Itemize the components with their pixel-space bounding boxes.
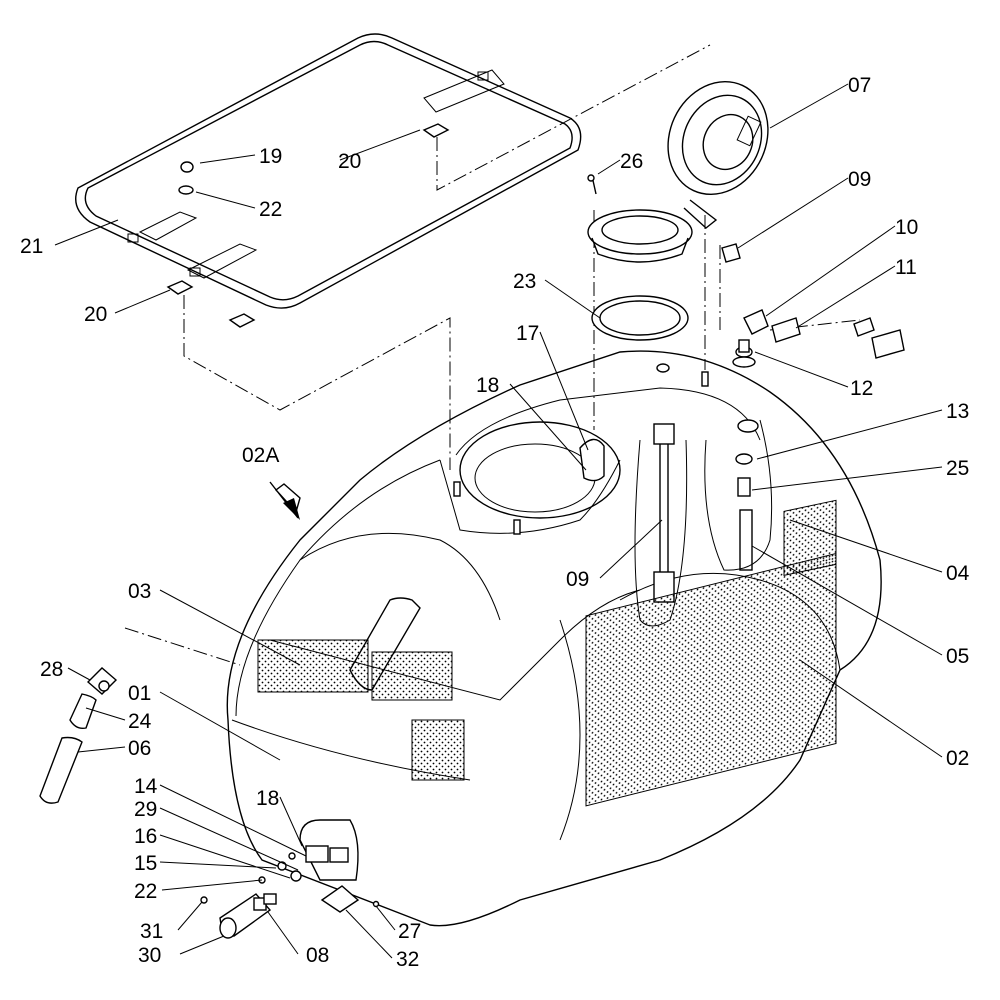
label-09-top: 09 <box>848 168 871 191</box>
label-12: 12 <box>850 377 873 400</box>
label-11: 11 <box>895 256 917 279</box>
leader-lines <box>54 83 943 959</box>
label-05: 05 <box>946 645 969 668</box>
label-06: 06 <box>128 737 151 760</box>
label-31: 31 <box>140 920 163 943</box>
label-22-bottom: 22 <box>134 880 157 903</box>
label-32: 32 <box>396 948 419 971</box>
part-labels: 19 20 22 21 20 07 26 09 10 11 23 17 12 1… <box>20 74 970 971</box>
label-18-bottom: 18 <box>256 787 279 810</box>
label-03: 03 <box>128 580 151 603</box>
arrow-head <box>283 498 300 520</box>
label-04: 04 <box>946 562 970 585</box>
label-02a: 02A <box>242 444 279 467</box>
bottom-fittings <box>200 852 380 939</box>
label-25: 25 <box>946 457 969 480</box>
label-20-top: 20 <box>338 150 361 173</box>
lid-frame <box>75 33 582 309</box>
fill-cap-assembly <box>587 80 769 341</box>
label-26: 26 <box>620 150 643 173</box>
tank-body <box>226 350 882 927</box>
label-20-left: 20 <box>84 303 107 326</box>
label-28: 28 <box>40 658 63 681</box>
label-02: 02 <box>946 747 969 770</box>
label-16: 16 <box>134 825 157 848</box>
label-01: 01 <box>128 682 151 705</box>
hose-parts <box>39 667 118 804</box>
label-13: 13 <box>946 400 969 423</box>
label-07: 07 <box>848 74 871 97</box>
label-10: 10 <box>895 216 918 239</box>
label-19: 19 <box>259 145 282 168</box>
label-22-top: 22 <box>259 198 282 221</box>
label-17: 17 <box>516 322 539 345</box>
label-21: 21 <box>20 235 43 258</box>
label-15: 15 <box>134 852 157 875</box>
label-27: 27 <box>398 920 421 943</box>
label-14: 14 <box>134 775 158 798</box>
label-08: 08 <box>306 944 329 967</box>
label-30: 30 <box>138 944 161 967</box>
label-09-mid: 09 <box>566 568 589 591</box>
label-23: 23 <box>513 270 536 293</box>
label-18-top: 18 <box>476 374 499 397</box>
label-29: 29 <box>134 798 157 821</box>
lid-pads <box>166 123 450 328</box>
side-fittings <box>732 309 905 571</box>
label-24: 24 <box>128 710 152 733</box>
